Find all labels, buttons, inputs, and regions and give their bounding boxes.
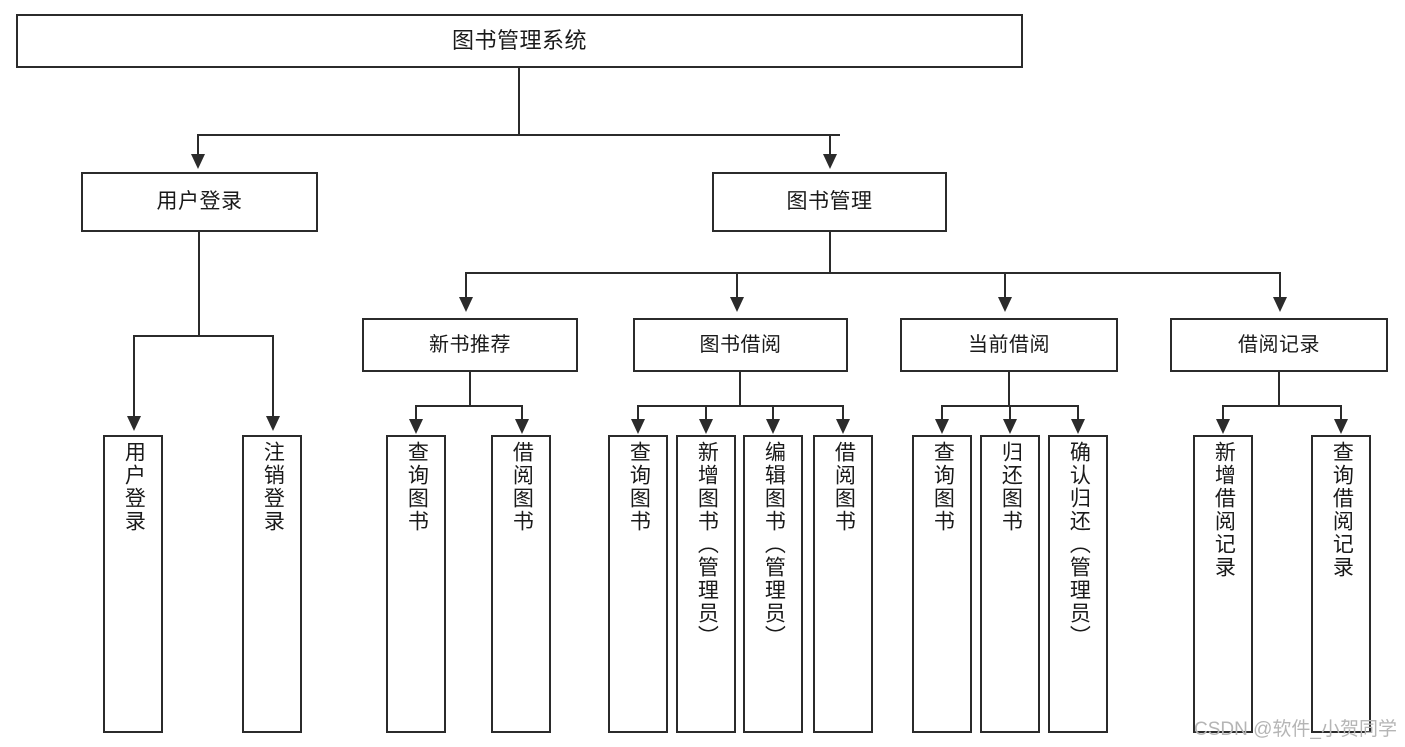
arrow-root-to-book-mgmt	[823, 154, 837, 169]
node-label: 查询图书	[931, 441, 955, 533]
connector-current-borrow-leaf-3	[1077, 405, 1079, 421]
connector-borrow-record-stem	[1278, 372, 1280, 406]
node-label: 新增借阅记录	[1212, 441, 1236, 579]
connector-user-login-left	[133, 335, 135, 418]
leaf-book-borrow-query-book[interactable]: 查询图书	[608, 435, 668, 733]
node-label: 图书管理	[786, 189, 873, 213]
connector-book-borrow-leaf-2	[705, 405, 707, 421]
connector-new-book-bar	[415, 405, 523, 407]
arrow-borrow-record-leaf-1	[1216, 419, 1230, 434]
arrow-book-borrow-leaf-4	[836, 419, 850, 434]
leaf-new-book-borrow-book[interactable]: 借阅图书	[491, 435, 551, 733]
arrow-to-current-borrow	[998, 297, 1012, 312]
connector-book-borrow-leaf-1	[637, 405, 639, 421]
arrow-to-new-book-recommend	[459, 297, 473, 312]
connector-current-borrow-leaf-2	[1009, 405, 1011, 421]
arrow-borrow-record-leaf-2	[1334, 419, 1348, 434]
node-label: 归还图书	[999, 441, 1023, 533]
arrow-to-borrow-record	[1273, 297, 1287, 312]
node-borrow-record[interactable]: 借阅记录	[1170, 318, 1388, 372]
connector-to-borrow-record	[1279, 272, 1281, 299]
node-user-login[interactable]: 用户登录	[81, 172, 318, 232]
connector-new-book-stem	[469, 372, 471, 406]
node-label: 查询借阅记录	[1330, 441, 1354, 579]
node-label: 借阅记录	[1238, 333, 1320, 356]
node-root-library-system[interactable]: 图书管理系统	[16, 14, 1023, 68]
node-label: 图书管理系统	[451, 28, 587, 54]
connector-book-borrow-stem	[739, 372, 741, 406]
connector-user-login-bar	[133, 335, 274, 337]
node-label: 当前借阅	[968, 333, 1050, 356]
node-label: 编辑图书（管理员）	[762, 441, 786, 648]
node-label: 用户登录	[156, 189, 243, 213]
leaf-book-borrow-add-book[interactable]: 新增图书（管理员）	[676, 435, 736, 733]
node-label: 确认归还（管理员）	[1067, 441, 1091, 648]
arrow-current-borrow-leaf-3	[1071, 419, 1085, 434]
node-label: 新增图书（管理员）	[695, 441, 719, 648]
arrow-current-borrow-leaf-2	[1003, 419, 1017, 434]
arrow-root-to-user-login	[191, 154, 205, 169]
connector-root-to-book-mgmt	[829, 134, 831, 156]
connector-book-borrow-bar	[637, 405, 844, 407]
watermark-text: CSDN @软件_小贺同学	[1194, 719, 1397, 740]
connector-current-borrow-leaf-1	[941, 405, 943, 421]
leaf-user-login-logout[interactable]: 注销登录	[242, 435, 302, 733]
connector-to-new-book	[465, 272, 467, 299]
leaf-current-borrow-return-book[interactable]: 归还图书	[980, 435, 1040, 733]
connector-book-borrow-leaf-4	[842, 405, 844, 421]
connector-book-mgmt-bar	[465, 272, 1279, 274]
connector-new-book-leaf-1	[415, 405, 417, 421]
node-label: 借阅图书	[832, 441, 856, 533]
arrow-new-book-leaf-1	[409, 419, 423, 434]
connector-book-borrow-leaf-3	[772, 405, 774, 421]
leaf-book-borrow-edit-book[interactable]: 编辑图书（管理员）	[743, 435, 803, 733]
arrow-book-borrow-leaf-1	[631, 419, 645, 434]
node-new-book-recommend[interactable]: 新书推荐	[362, 318, 578, 372]
node-book-borrow[interactable]: 图书借阅	[633, 318, 848, 372]
connector-root-stem	[518, 68, 520, 135]
connector-current-borrow-stem	[1008, 372, 1010, 406]
connector-borrow-record-leaf-2	[1340, 405, 1342, 421]
connector-user-login-right	[272, 335, 274, 418]
leaf-borrow-record-query-record[interactable]: 查询借阅记录	[1311, 435, 1371, 733]
connector-root-to-user-login	[197, 134, 199, 156]
leaf-new-book-query-book[interactable]: 查询图书	[386, 435, 446, 733]
node-label: 图书借阅	[699, 333, 782, 356]
leaf-current-borrow-query-book[interactable]: 查询图书	[912, 435, 972, 733]
arrow-current-borrow-leaf-1	[935, 419, 949, 434]
leaf-current-borrow-confirm-return[interactable]: 确认归还（管理员）	[1048, 435, 1108, 733]
node-label: 注销登录	[261, 441, 285, 533]
connector-to-book-borrow	[736, 272, 738, 299]
arrow-book-borrow-leaf-2	[699, 419, 713, 434]
connector-user-login-stem	[198, 232, 200, 336]
arrow-user-login-leaf-2	[266, 416, 280, 431]
node-label: 用户登录	[122, 441, 146, 533]
arrow-to-book-borrow	[730, 297, 744, 312]
arrow-book-borrow-leaf-3	[766, 419, 780, 434]
connector-to-current-borrow	[1004, 272, 1006, 299]
arrow-new-book-leaf-2	[515, 419, 529, 434]
connector-borrow-record-leaf-1	[1222, 405, 1224, 421]
node-label: 借阅图书	[510, 441, 534, 533]
connector-book-mgmt-stem	[829, 232, 831, 273]
node-book-management[interactable]: 图书管理	[712, 172, 947, 232]
node-label: 新书推荐	[429, 333, 511, 356]
arrow-user-login-leaf-1	[127, 416, 141, 431]
connector-borrow-record-bar	[1222, 405, 1342, 407]
connector-new-book-leaf-2	[521, 405, 523, 421]
node-label: 查询图书	[627, 441, 651, 533]
leaf-user-login-login[interactable]: 用户登录	[103, 435, 163, 733]
connector-root-bar	[197, 134, 840, 136]
node-label: 查询图书	[405, 441, 429, 533]
leaf-borrow-record-add-record[interactable]: 新增借阅记录	[1193, 435, 1253, 733]
leaf-book-borrow-borrow-book[interactable]: 借阅图书	[813, 435, 873, 733]
node-current-borrow[interactable]: 当前借阅	[900, 318, 1118, 372]
